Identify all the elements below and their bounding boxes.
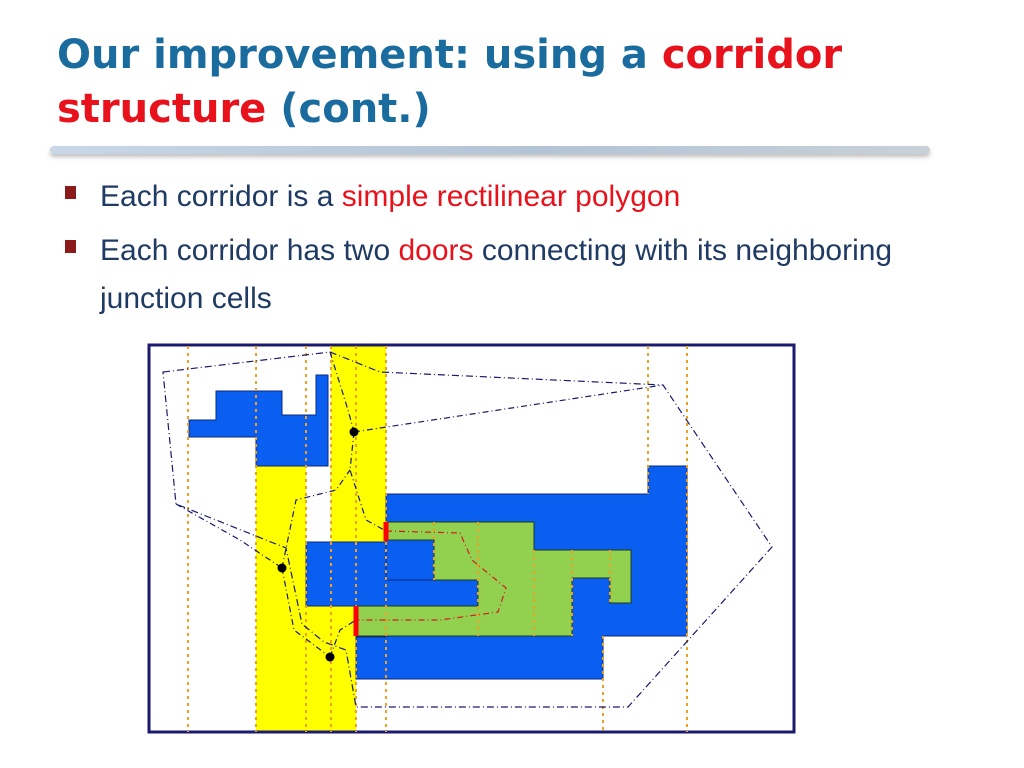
slide-title: Our improvement: using a corridor structu… — [57, 28, 997, 136]
title-text-1: Our improvement: using a — [57, 32, 662, 78]
corridor-path — [356, 530, 507, 621]
bullet-highlight: simple rectilinear polygon — [341, 180, 681, 213]
connection-line — [329, 619, 357, 658]
enclosing-polygon — [162, 351, 773, 708]
connection-lines — [175, 351, 664, 658]
title-highlight-corridor: corridor — [661, 32, 843, 78]
bullet-text: Each corridor has two — [100, 234, 399, 267]
title-underline — [50, 146, 930, 154]
junction-point — [277, 563, 287, 573]
title-text-2: (cont.) — [266, 86, 431, 132]
title-highlight-structure: structure — [57, 86, 267, 132]
obstacle — [188, 374, 329, 467]
bullet-marker-icon — [65, 186, 76, 199]
bullet-list: Each corridor is a simple rectilinear po… — [62, 173, 962, 329]
bullet-item: Each corridor is a simple rectilinear po… — [62, 173, 962, 221]
connection-line — [281, 469, 351, 569]
bullet-text: Each corridor is a — [100, 180, 342, 213]
vertical-guides — [187, 346, 688, 732]
connection-line — [353, 384, 664, 433]
junction-strip — [331, 346, 386, 542]
junction-strip — [256, 466, 306, 732]
bullet-item: Each corridor has two doors connecting w… — [62, 227, 962, 323]
bullet-highlight: doors — [398, 234, 474, 267]
junction-point — [325, 652, 335, 662]
bullet-text-after: connecting with its neighboring junction… — [100, 234, 893, 315]
bullet-marker-icon — [65, 240, 76, 253]
junction-point — [349, 427, 359, 437]
boundary-frame — [147, 343, 796, 734]
connection-line — [175, 503, 283, 569]
connection-line — [281, 567, 331, 658]
